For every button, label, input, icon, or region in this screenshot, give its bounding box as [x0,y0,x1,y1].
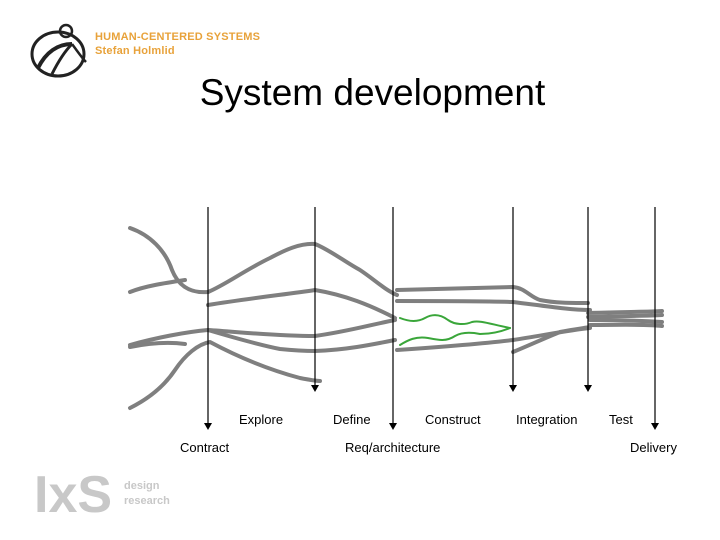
stream-construct-1 [395,285,590,305]
human-centered-systems-logo [30,23,87,78]
arrow-req [389,423,397,430]
header-title: HUMAN-CENTERED SYSTEMS [95,31,261,43]
header-text: HUMAN-CENTERED SYSTEMS Stefan Holmlid [95,30,260,58]
green-stream-upper [399,314,511,329]
stream-construct-4 [511,325,592,354]
arrow-integration [509,385,517,392]
label-construct: Construct [425,412,481,427]
ixs-line1: design [124,480,160,492]
stream-bottom [128,340,322,410]
ixs-design-research-logo: IxS design research [34,466,170,518]
label-contract: Contract [180,440,230,455]
arrow-delivery [651,423,659,430]
page-title: System development [199,72,546,113]
stream-explore-mid [206,288,397,320]
ixs-mark: IxS [34,466,112,518]
stream-test-4 [588,322,664,328]
label-explore: Explore [239,412,284,427]
stream-test-3 [588,318,664,324]
arrow-define [311,385,319,392]
arrow-contract [204,423,212,430]
label-req-architecture: Req/architecture [345,440,441,455]
stream-explore-low [206,328,397,353]
stream-test-1 [586,309,664,315]
label-test: Test [609,412,633,427]
stream-explore-upper [206,241,399,297]
header-author: Stefan Holmlid [95,45,175,57]
label-delivery: Delivery [630,440,677,455]
arrow-test [584,385,592,392]
stream-top-left [128,226,210,295]
ixs-line2: research [124,495,170,507]
stream-center [128,318,397,347]
label-define: Define [333,412,371,427]
green-stream-lower [399,327,511,346]
stream-second [128,278,187,294]
label-integration: Integration [516,412,578,427]
stream-test-2 [586,313,664,319]
stream-lower-left [128,341,187,349]
